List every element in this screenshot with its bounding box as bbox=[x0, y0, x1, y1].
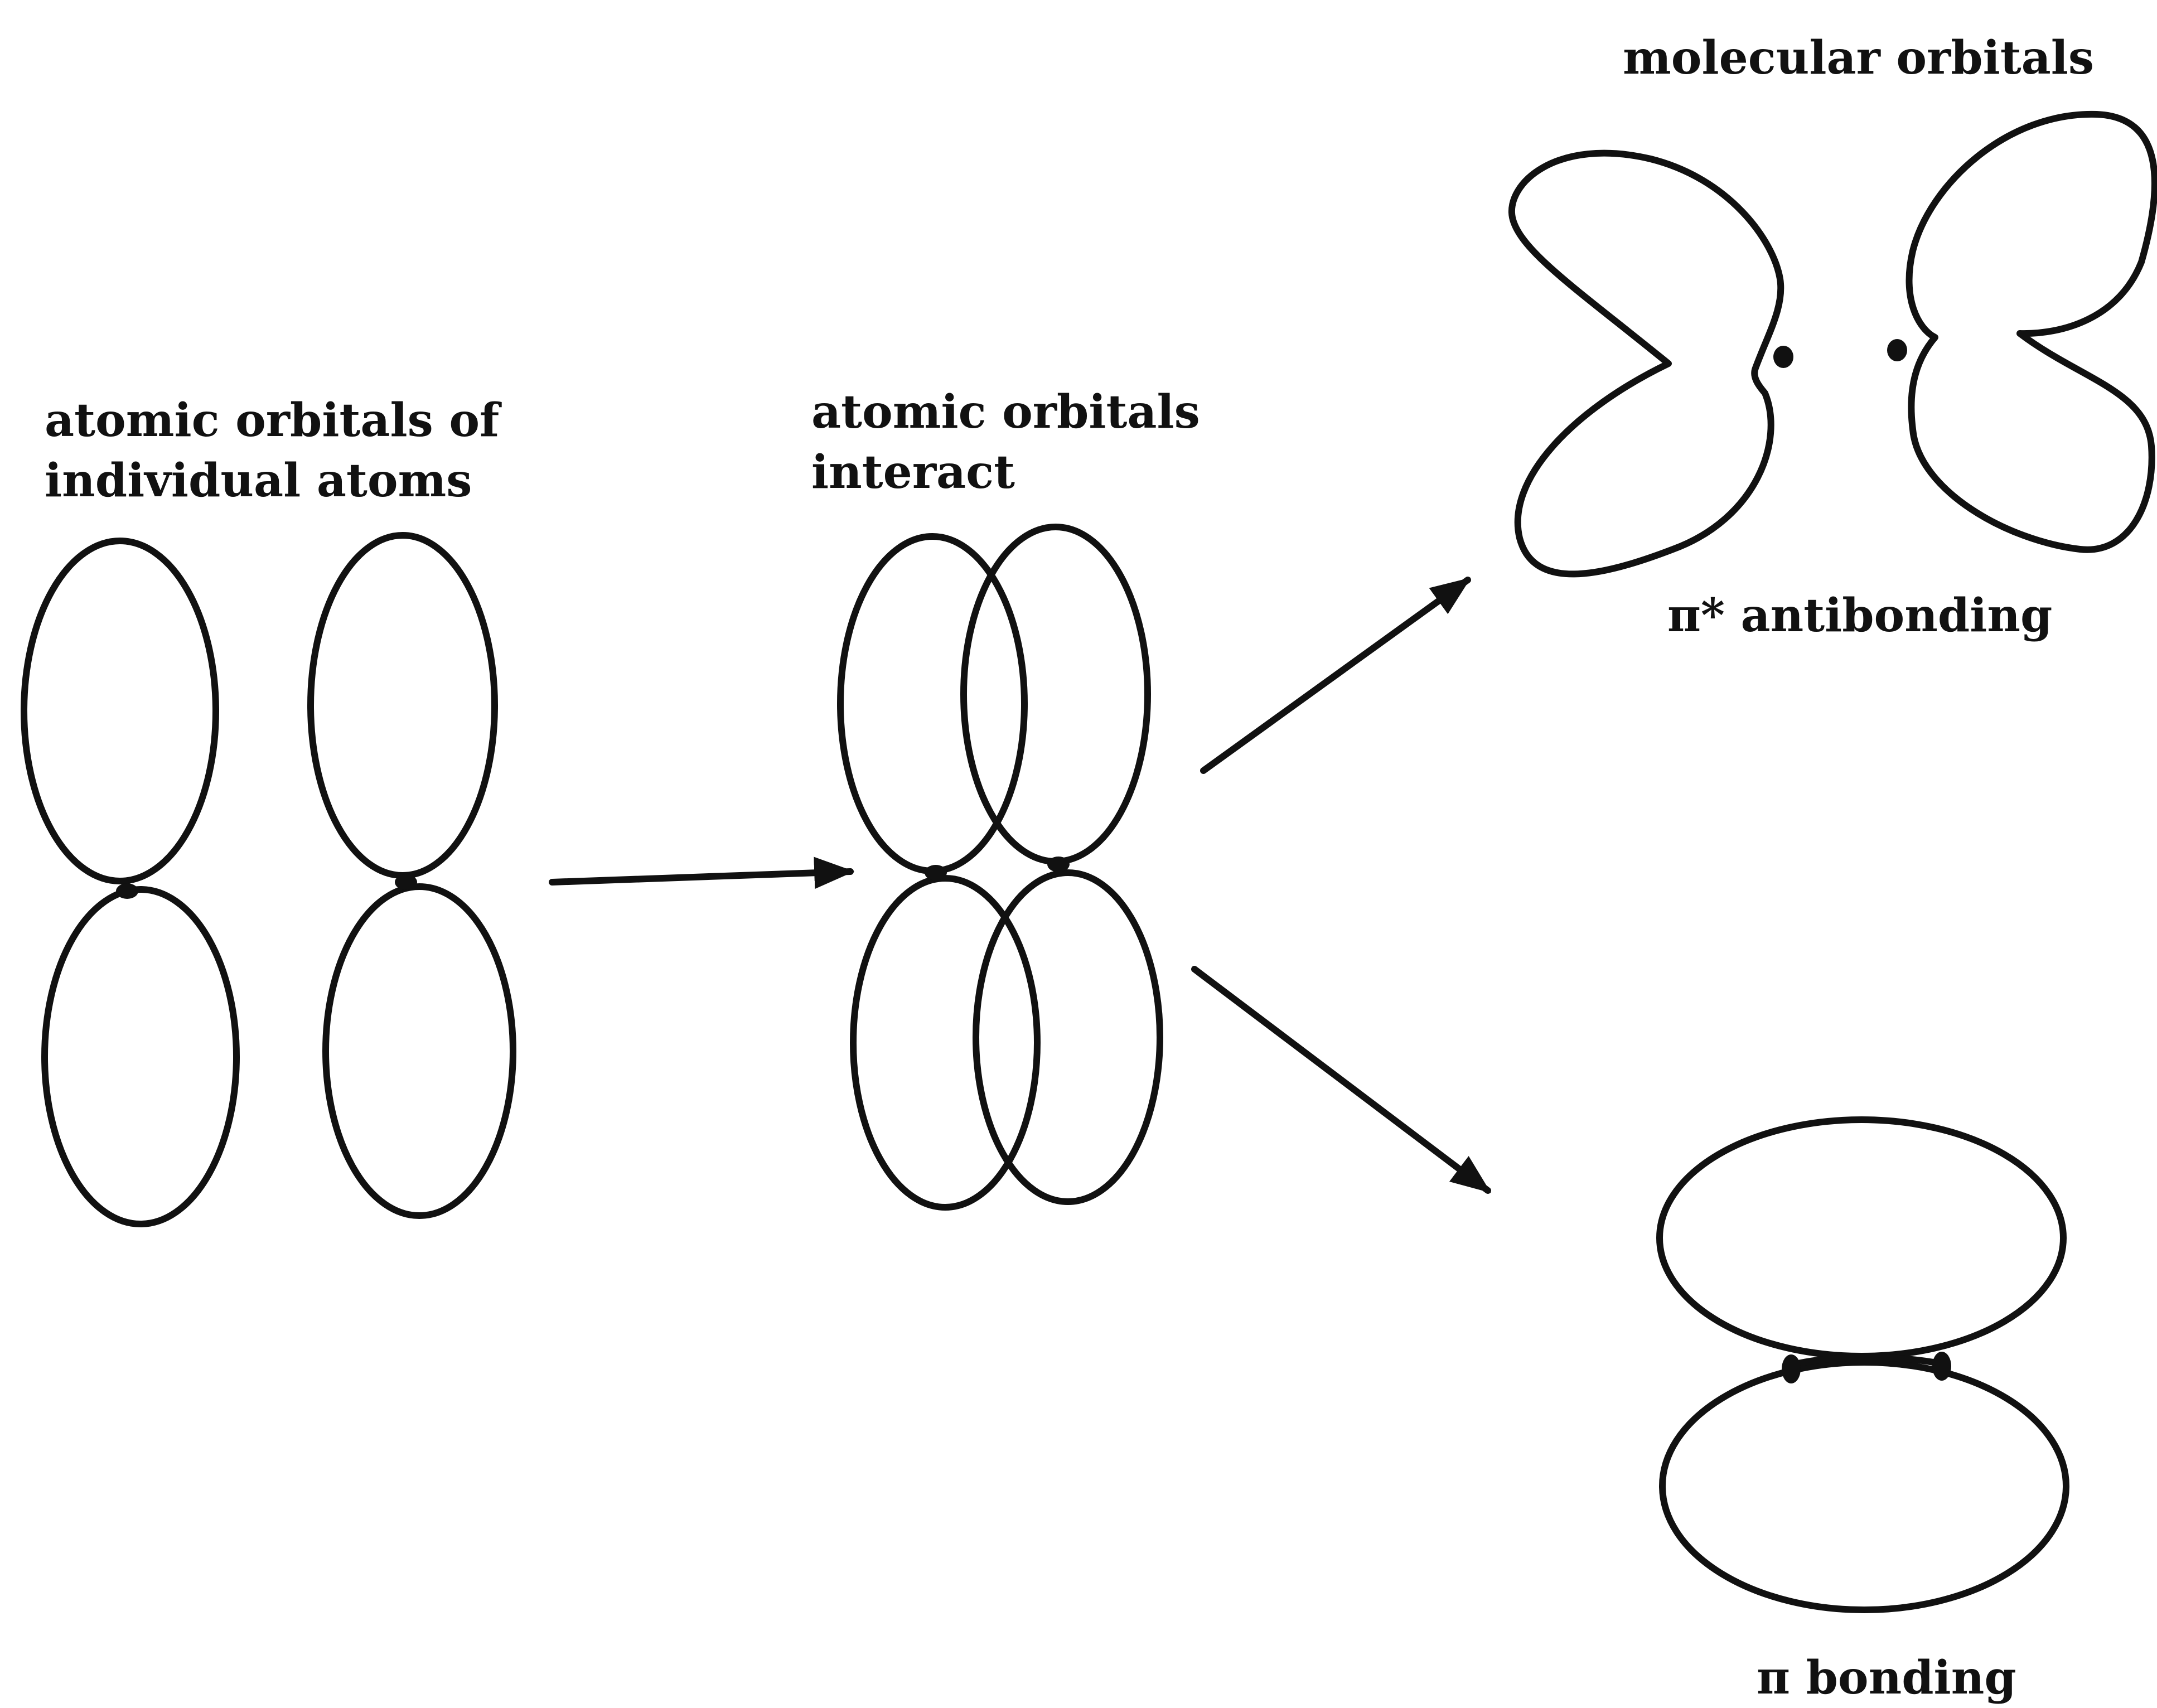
antibonding-left-nucleus bbox=[1773, 346, 1793, 368]
arrow-to-interact bbox=[552, 872, 850, 882]
molecular-orbitals-label: molecular orbitals bbox=[1623, 28, 2094, 88]
antibonding-right-lobe bbox=[1909, 114, 2155, 550]
interact-right-upper-lobe bbox=[964, 527, 1148, 862]
interact-right-lower-lobe bbox=[976, 873, 1160, 1202]
individual-atoms-label-line-1: atomic orbitals of bbox=[45, 390, 499, 451]
interact-left-lower-lobe bbox=[853, 878, 1037, 1207]
atom-2-upper-lobe bbox=[311, 535, 495, 875]
interact-label-line-2: interact bbox=[811, 442, 1015, 502]
antibonding-right-nucleus bbox=[1887, 339, 1907, 361]
bonding-label: π bonding bbox=[1757, 1648, 2016, 1708]
interact-left-nucleus bbox=[925, 865, 947, 880]
atom-1-lower-lobe bbox=[45, 889, 236, 1224]
antibonding-left-lobe bbox=[1512, 153, 1781, 574]
atom-2-p-orbital bbox=[311, 535, 513, 1216]
bonding-lower-lobe bbox=[1662, 1362, 2066, 1610]
bonding-left-nucleus bbox=[1782, 1354, 1801, 1383]
atom-1-p-orbital bbox=[24, 541, 236, 1224]
interact-right-nucleus bbox=[1047, 857, 1070, 872]
atom-2-lower-lobe bbox=[326, 887, 513, 1216]
interact-label-line-1: atomic orbitals bbox=[811, 382, 1200, 442]
pi-star-antibonding-orbital bbox=[1512, 114, 2155, 574]
atom-2-nucleus bbox=[395, 874, 417, 890]
interacting-orbitals bbox=[840, 527, 1160, 1207]
arrow-to-antibonding bbox=[1203, 580, 1468, 771]
bonding-upper-lobe bbox=[1660, 1120, 2063, 1356]
bonding-right-nucleus bbox=[1932, 1352, 1951, 1381]
antibonding-label: π* antibonding bbox=[1667, 586, 2052, 646]
atom-1-nucleus bbox=[116, 883, 138, 899]
pi-bonding-orbital bbox=[1660, 1120, 2066, 1610]
atom-1-upper-lobe bbox=[24, 541, 216, 881]
individual-atoms-label-line-2: individual atoms bbox=[45, 451, 472, 511]
arrow-to-bonding bbox=[1194, 969, 1488, 1191]
